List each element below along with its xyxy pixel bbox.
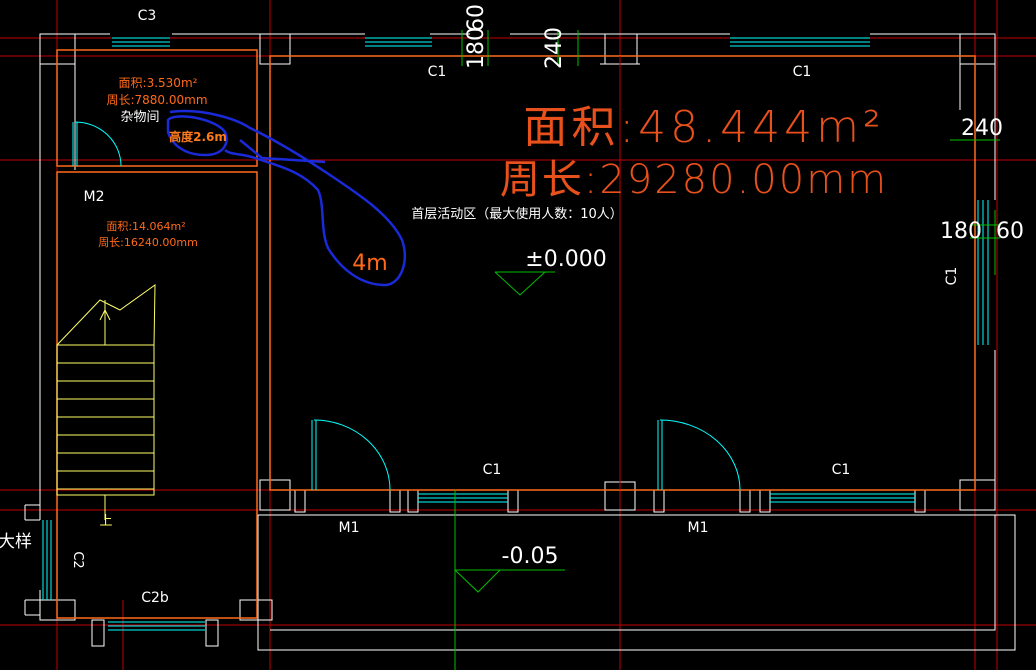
label-c1-bottom-left: C1 — [483, 462, 502, 478]
window-c1-top-right — [730, 37, 870, 47]
label-storage-room: 杂物间 — [120, 110, 159, 125]
dimension-marks — [461, 30, 1000, 275]
dim-right-240: 240 — [961, 116, 1003, 141]
main-perimeter-text: 周长:29280.00mm — [500, 157, 888, 203]
dim-top-180: 180 — [464, 27, 489, 69]
stair-arrow-line — [99, 300, 111, 345]
storage-perimeter-text: 周长:7880.00mm — [106, 93, 207, 107]
windows — [42, 37, 989, 631]
markup-height-loop — [166, 115, 228, 157]
door-arc-m2 — [74, 121, 122, 167]
column — [239, 599, 273, 621]
dim-top-60: 60 — [464, 4, 489, 32]
jamb — [91, 619, 105, 647]
stair-area-text: 面积:14.064m² — [106, 220, 185, 233]
column — [959, 33, 996, 65]
main-area-text: 面积:48.444m² — [523, 102, 884, 153]
level-markers — [454, 271, 565, 670]
label-c1-bottom-right: C1 — [832, 462, 851, 478]
stair-break — [56, 284, 156, 346]
window-c1-top-left — [365, 37, 432, 47]
door-arc-m1-left — [313, 419, 391, 491]
label-main-room: 首层活动区（最大使用人数：10人） — [411, 206, 623, 222]
window-c2 — [42, 520, 52, 600]
dim-right-60: 60 — [996, 219, 1024, 244]
markup-leader — [239, 139, 326, 164]
door-leaf-m2 — [72, 122, 78, 166]
height-note: 高度2.6m — [169, 129, 227, 144]
label-c1-top-left: C1 — [428, 64, 447, 80]
level-marker-floor — [494, 271, 555, 296]
label-m2: M2 — [84, 189, 105, 205]
label-detail: 大样 — [0, 532, 32, 552]
four-m-note: 4m — [352, 251, 387, 276]
dim-right-180: 180 — [940, 219, 982, 244]
level-marker-outside — [454, 569, 565, 593]
window-c1-bottom-left — [418, 493, 508, 503]
wall-line — [24, 504, 40, 616]
storage-area-text: 面积:3.530m² — [119, 76, 198, 90]
door-leaf-m1-left — [311, 420, 317, 490]
text-layer: C3 C1 C1 C1 C1 C1 C2 C2b M1 M1 M2 杂物间 首层… — [0, 4, 1024, 606]
porch-outline — [257, 514, 1016, 651]
column — [259, 33, 291, 65]
column — [259, 479, 291, 511]
porch-inner — [270, 515, 996, 631]
label-c2: C2 — [70, 551, 85, 568]
dim-top-240: 240 — [542, 27, 567, 69]
window-c1-bottom-right — [770, 493, 915, 503]
label-c1-right: C1 — [944, 267, 960, 286]
window-c1-right — [977, 200, 989, 345]
door-arc-m1-right — [659, 419, 741, 491]
stair-treads — [57, 362, 154, 490]
label-m1-left: M1 — [339, 520, 360, 536]
jamb — [205, 619, 219, 647]
level-floor-text: ±0.000 — [525, 247, 606, 272]
main-area-outline — [269, 55, 976, 491]
staircase — [56, 284, 156, 520]
column — [959, 479, 996, 511]
storage-area-outline — [56, 49, 258, 167]
stair-perimeter-text: 周长:16240.00mm — [98, 236, 198, 249]
window-c3 — [112, 37, 170, 47]
window-c2b — [108, 621, 205, 631]
label-m1-right: M1 — [688, 520, 709, 536]
level-outside-text: -0.05 — [502, 544, 559, 569]
label-c3: C3 — [138, 8, 157, 24]
hand-markup — [166, 109, 407, 287]
label-c1-top-right: C1 — [793, 64, 812, 80]
label-c2b: C2b — [141, 590, 169, 606]
markup-loop — [169, 109, 407, 287]
stair-up-label: 上 — [99, 514, 112, 529]
door-leaf-m1-right — [657, 420, 663, 490]
column — [604, 33, 638, 65]
